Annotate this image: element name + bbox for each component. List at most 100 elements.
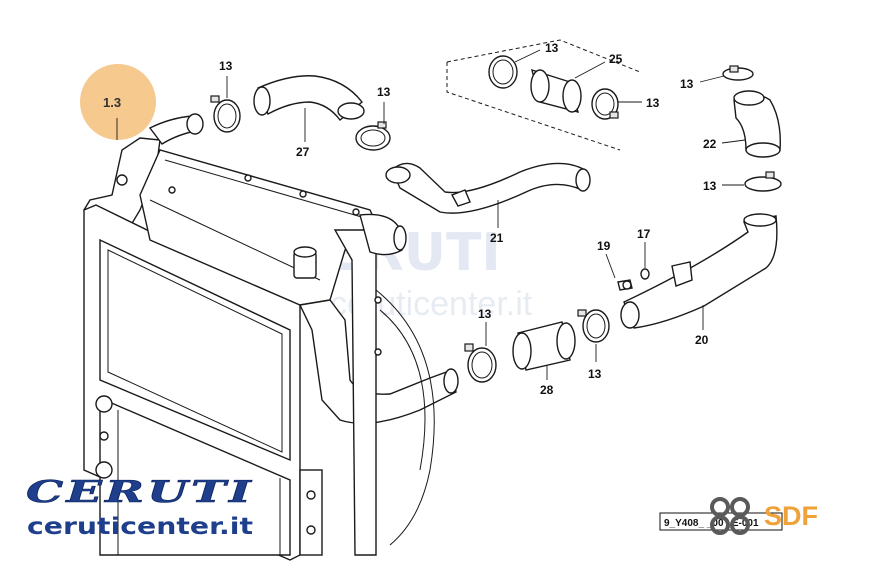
pipe-21-end-left [385, 166, 411, 184]
clamp-13-g-inner [471, 351, 493, 379]
part-27-elbow-hose: 27 [253, 75, 365, 159]
clamp-13-f-ring [744, 176, 782, 192]
part-20-pipe: 20 [620, 213, 778, 347]
clamp-13-e: 13 [680, 65, 754, 91]
part-19-bolt: 19 [597, 239, 633, 291]
filler-cap [293, 246, 317, 258]
top-tank-edge [164, 159, 366, 219]
pipe-21-bracket [451, 189, 471, 207]
ceruti-logo: CERUTI [26, 475, 254, 510]
callout-17: 17 [637, 227, 651, 241]
sleeve-25-end-right [562, 79, 582, 113]
section-marker-circle [80, 64, 156, 140]
ceruti-branding: CERUTI ceruticenter.it [26, 475, 254, 540]
ceruti-site: ceruticenter.it [27, 514, 253, 540]
sleeve-25-end-left [530, 69, 550, 103]
tank-bolt-2 [244, 174, 252, 182]
leader-13-c [514, 49, 541, 63]
kit-clamp-right-screw [609, 111, 619, 119]
clamp-13-b-inner [360, 129, 386, 147]
lower-bracket [299, 469, 323, 556]
clamp-13-a-screw [210, 95, 220, 103]
callout-13-d: 13 [646, 96, 660, 110]
sdf-branding: SDF [710, 497, 818, 535]
hose-27-body [257, 75, 363, 122]
top-tank [139, 149, 381, 306]
pipe-21-end-right [575, 168, 591, 192]
kit-group: 13 25 13 [446, 39, 660, 151]
radiator-core-lower [99, 396, 291, 556]
kit-clamp-left-inner [492, 59, 514, 85]
kit-dashed-left [446, 62, 621, 151]
part-17-washer: 17 [637, 227, 651, 280]
section-marker: 1.3 [80, 64, 156, 140]
part-28-sleeve: 28 [512, 321, 576, 397]
fan-shroud-inner [379, 309, 426, 471]
clamp-13-b: 13 [355, 85, 391, 151]
fitting-upper [95, 395, 113, 413]
sleeve-28-end-left [512, 332, 532, 370]
bolt-19-head [622, 280, 632, 290]
callout-13-f: 13 [703, 179, 717, 193]
pipe-21-body [391, 162, 586, 214]
callout-22: 22 [703, 137, 717, 151]
pipe-20-bracket [671, 261, 693, 287]
elbow-22-bottom [745, 142, 781, 158]
radiator-assembly [83, 113, 459, 561]
callout-13-b: 13 [377, 85, 391, 99]
right-inlet-opening [393, 225, 407, 251]
clamp-13-h-screw [577, 309, 587, 317]
clamp-13-f: 13 [703, 171, 782, 193]
clamp-13-h: 13 [577, 309, 610, 381]
lower-bracket-bolt-1 [306, 490, 316, 500]
sdf-logo: SDF [764, 501, 818, 531]
outlet-duct-opening [443, 368, 459, 394]
callout-13-h: 13 [588, 367, 602, 381]
tank-bolt-1 [168, 186, 176, 194]
clamp-13-a: 13 [210, 59, 241, 133]
kit-dashed-top [446, 39, 641, 73]
clamp-13-f-screw [765, 171, 775, 179]
callout-20: 20 [695, 333, 709, 347]
part-21-pipe: 21 [385, 162, 591, 245]
clamp-13-g-screw [464, 343, 474, 352]
washer-17 [640, 268, 650, 280]
callout-27: 27 [296, 145, 310, 159]
pipe-20-end-left [620, 301, 640, 329]
kit-clamp-right-inner [595, 92, 615, 116]
hose-27-end-right [337, 102, 365, 120]
clamp-13-a-inner [217, 103, 237, 129]
leader-13-e [699, 75, 725, 83]
clamp-13-e-screw [729, 65, 739, 73]
upper-inlet-opening [186, 113, 204, 135]
lower-bracket-bolt-2 [306, 525, 316, 535]
clamp-13-g: 13 [464, 307, 497, 383]
sdf-emblem-icon [710, 497, 750, 535]
elbow-22-top [733, 90, 765, 106]
intercooler-core-inner [107, 249, 283, 453]
callout-25: 25 [609, 52, 623, 66]
shroud-bolt [116, 174, 128, 186]
post-bolt-2 [374, 348, 382, 356]
tank-bolt-4 [352, 208, 360, 216]
callout-21: 21 [490, 231, 504, 245]
callout-13-e: 13 [680, 77, 694, 91]
fitting-bolt [99, 431, 109, 441]
callout-19: 19 [597, 239, 611, 253]
callout-13-g: 13 [478, 307, 492, 321]
post-bolt-1 [374, 296, 382, 304]
section-label: 1.3 [103, 95, 121, 110]
intercooler-core [99, 238, 291, 462]
callout-28: 28 [540, 383, 554, 397]
clamp-13-b-screw [377, 121, 387, 129]
sleeve-28-end-right [556, 322, 576, 360]
top-tank-ridge [149, 199, 321, 281]
callout-13-c: 13 [545, 41, 559, 55]
leader-19 [605, 253, 616, 279]
callout-13-a: 13 [219, 59, 233, 73]
clamp-13-h-inner [586, 313, 606, 339]
pipe-20-end-top [743, 213, 777, 227]
fan-shroud-arc [375, 289, 435, 546]
leader-22 [721, 139, 746, 144]
